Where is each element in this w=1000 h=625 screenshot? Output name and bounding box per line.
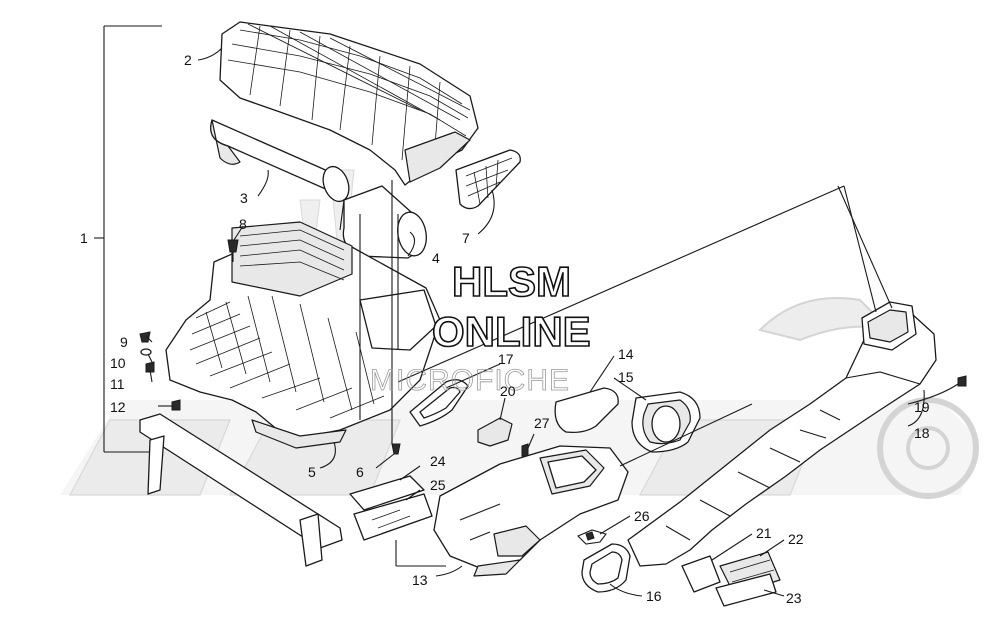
watermark-line1: HLSM xyxy=(452,258,571,305)
leader-lines xyxy=(145,47,959,597)
callout-17: 17 xyxy=(498,351,514,367)
filter-tube xyxy=(210,119,350,203)
callout-10: 10 xyxy=(110,355,126,371)
callout-21: 21 xyxy=(756,525,772,541)
fastener-12 xyxy=(171,399,181,411)
gasket-14 xyxy=(554,387,619,434)
callout-6: 6 xyxy=(356,464,364,480)
logo-wheel-icon xyxy=(877,397,979,499)
callout-14: 14 xyxy=(618,346,634,362)
fastener-8 xyxy=(227,239,239,262)
upper-airbox-housing xyxy=(219,21,479,186)
callout-23: 23 xyxy=(786,590,802,606)
pad-23 xyxy=(715,573,777,607)
callout-22: 22 xyxy=(788,531,804,547)
pad-25 xyxy=(353,493,433,541)
intake-duct xyxy=(627,301,937,567)
washer-10 xyxy=(140,348,152,356)
callout-20: 20 xyxy=(500,383,516,399)
callout-4: 4 xyxy=(432,250,440,266)
intake-grille xyxy=(455,149,521,210)
callout-labels: 1 2 3 4 5 6 7 8 9 10 11 12 13 14 15 16 1… xyxy=(80,52,930,606)
callout-16: 16 xyxy=(646,588,662,604)
callout-15: 15 xyxy=(618,369,634,385)
fastener-27 xyxy=(521,443,529,457)
callout-8: 8 xyxy=(239,216,247,232)
frame-rail xyxy=(139,413,343,567)
pad-21 xyxy=(681,555,721,593)
fastener-9 xyxy=(139,331,151,343)
callout-18: 18 xyxy=(914,425,930,441)
callout-11: 11 xyxy=(110,376,125,392)
watermark-line2: ONLINE xyxy=(432,308,591,355)
callout-2: 2 xyxy=(184,52,192,68)
callout-12: 12 xyxy=(110,399,126,415)
callout-9: 9 xyxy=(120,334,128,350)
callout-5: 5 xyxy=(308,464,316,480)
callout-19: 19 xyxy=(914,399,930,415)
callout-24: 24 xyxy=(430,453,446,469)
callout-3: 3 xyxy=(240,190,248,206)
clip-26 xyxy=(577,529,607,545)
nut-11 xyxy=(145,361,155,373)
intake-manifold xyxy=(433,445,629,577)
watermark-line3: MICROFICHE xyxy=(370,364,570,397)
watermark: HLSM ONLINE MICROFICHE xyxy=(370,257,592,397)
callout-7: 7 xyxy=(462,230,470,246)
callout-13: 13 xyxy=(412,572,428,588)
callout-1: 1 xyxy=(80,230,88,246)
screw-19 xyxy=(957,375,967,387)
pad-24 xyxy=(349,475,425,511)
assembly-bracket xyxy=(94,25,162,453)
callout-27: 27 xyxy=(534,415,550,431)
gasket-17 xyxy=(409,379,469,427)
fastener-6 xyxy=(391,443,401,455)
gasket-16 xyxy=(581,543,631,593)
callout-26: 26 xyxy=(634,508,650,524)
callout-25: 25 xyxy=(430,477,446,493)
